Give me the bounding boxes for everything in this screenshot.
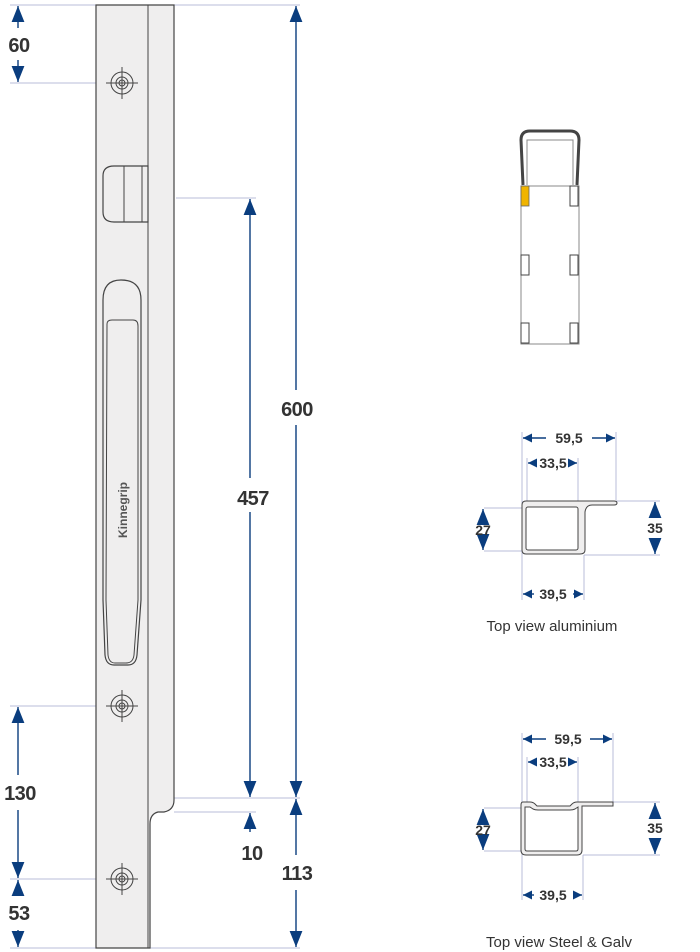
steel-caption: Top view Steel & Galv [486,934,632,951]
steel-profile [476,733,662,900]
dim-60: 60 [8,35,30,57]
lock-plate-front-view: Kinnegrip [95,4,175,949]
side-view [519,129,581,345]
steel-dim-59-5: 59,5 [554,731,581,747]
alu-dim-33-5: 33,5 [539,455,566,471]
brand-label: Kinnegrip [116,482,130,538]
alu-dim-59-5: 59,5 [555,430,582,446]
handle [102,279,142,666]
dimension-lines [11,6,303,947]
alu-dim-27: 27 [475,522,491,538]
dim-457: 457 [237,488,269,510]
dim-10: 10 [241,843,263,865]
alu-dim-35: 35 [647,520,663,536]
aluminium-profile [476,432,662,600]
steel-dim-39-5: 39,5 [539,887,566,903]
dim-600: 600 [281,399,313,421]
dim-53: 53 [8,903,30,925]
aluminium-caption: Top view aluminium [487,618,618,635]
dim-130: 130 [4,783,36,805]
screw-hole-icon [106,67,138,99]
alu-dim-39-5: 39,5 [539,586,566,602]
highlight-marker [520,185,530,207]
screw-hole-icon [106,690,138,722]
screw-hole-icon [106,863,138,895]
latch [102,165,149,223]
steel-dim-35: 35 [647,820,663,836]
steel-dim-33-5: 33,5 [539,754,566,770]
steel-dim-27: 27 [475,822,491,838]
dim-113: 113 [282,863,313,885]
